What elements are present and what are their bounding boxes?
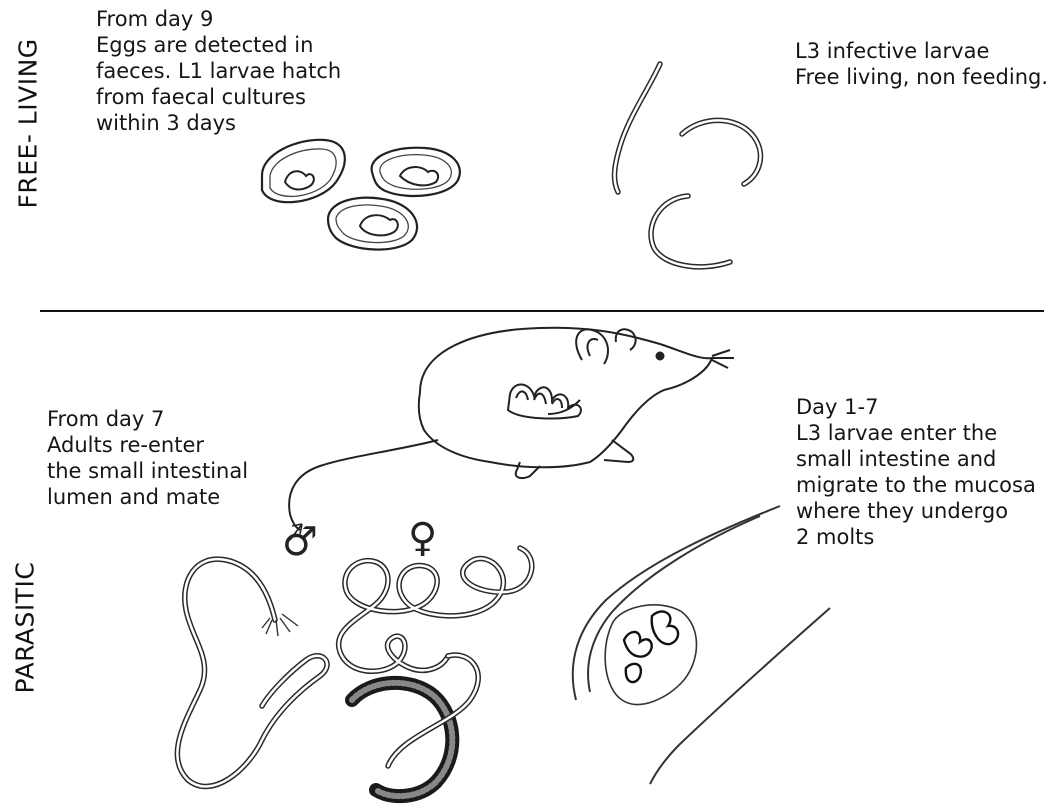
male-worm-illustration — [177, 559, 327, 786]
larva-illustration — [651, 196, 730, 267]
egg-illustration — [328, 198, 417, 250]
egg-illustration — [372, 148, 460, 196]
larva-illustration — [682, 120, 760, 184]
larva-illustration — [615, 64, 660, 192]
intestine-illustration — [573, 506, 830, 784]
egg-illustration — [262, 140, 345, 202]
mouse-illustration — [289, 328, 734, 530]
female-worm-illustration — [339, 548, 532, 796]
